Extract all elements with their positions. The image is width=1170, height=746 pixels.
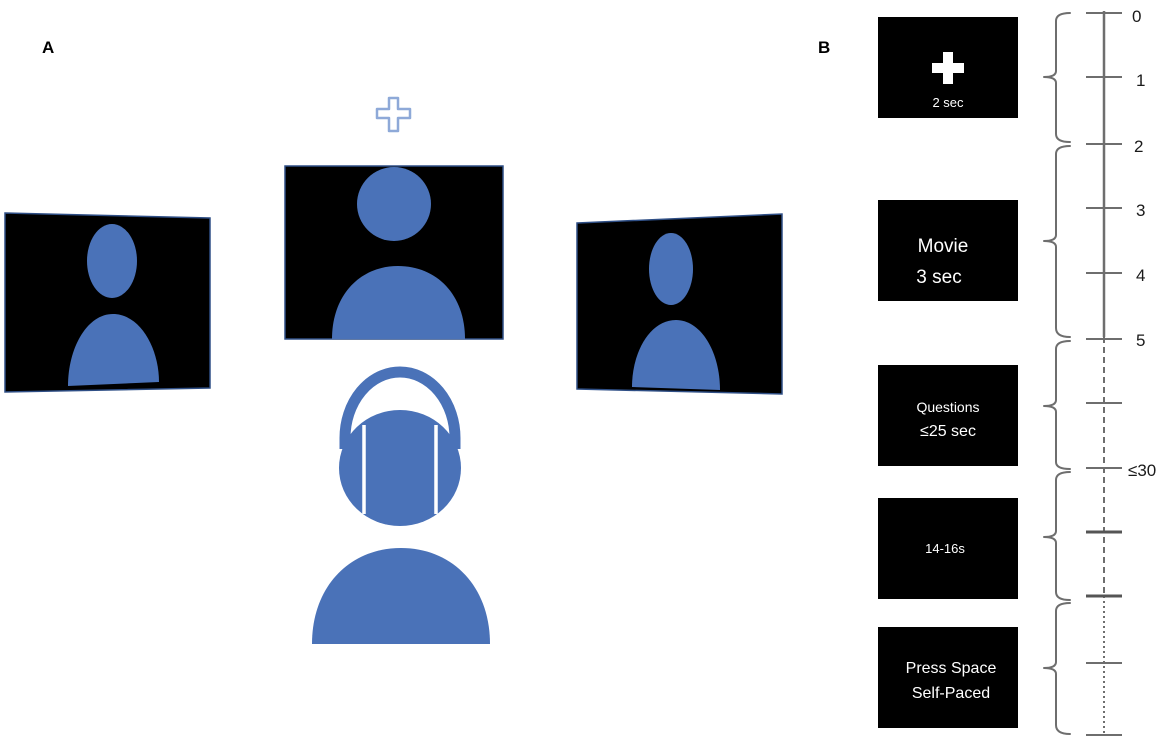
tick-label-1: 1: [1136, 71, 1145, 90]
timeline: 0 1 2 3 4 5 ≤30: [1086, 7, 1156, 736]
plus-outline-icon: [375, 96, 412, 133]
person-icon: [332, 167, 465, 339]
movie-box: Movie 3 sec: [878, 200, 1018, 301]
brace-press-space: [1043, 602, 1071, 735]
panel-b-label: B: [818, 38, 830, 57]
interval-box: 14-16s: [878, 498, 1018, 599]
tick-label-30: ≤30: [1128, 461, 1156, 480]
movie-box-label-line-2: 3 sec: [916, 267, 961, 288]
right-screen: [576, 213, 783, 395]
press-space-box-label-line-1: Press Space: [906, 660, 997, 677]
tick-label-5: 5: [1136, 331, 1145, 350]
panel-a-label: A: [42, 38, 54, 57]
listener-with-headphones-icon: [312, 366, 490, 644]
fixation-box-label: 2 sec: [932, 95, 964, 110]
left-screen: [4, 212, 211, 393]
plus-icon: [932, 52, 964, 84]
tick-label-4: 4: [1136, 266, 1145, 285]
questions-box-label-line-2: ≤25 sec: [920, 423, 976, 440]
person-icon: [68, 224, 159, 386]
questions-box-label-line-1: Questions: [916, 399, 979, 415]
press-space-box: Press Space Self-Paced: [878, 627, 1018, 728]
brace-movie: [1043, 145, 1071, 338]
questions-box: Questions ≤25 sec: [878, 365, 1018, 466]
tick-label-2: 2: [1134, 137, 1143, 156]
interval-box-label: 14-16s: [925, 541, 965, 556]
fixation-box: 2 sec: [878, 17, 1018, 118]
brace-fixation: [1043, 12, 1071, 143]
press-space-box-label-line-2: Self-Paced: [912, 685, 990, 702]
movie-box-label-line-1: Movie: [918, 236, 969, 257]
tick-label-0: 0: [1132, 7, 1141, 26]
brace-questions: [1043, 340, 1071, 470]
center-screen: [284, 165, 504, 340]
tick-label-3: 3: [1136, 201, 1145, 220]
brace-interval: [1043, 471, 1071, 601]
person-icon: [632, 233, 720, 390]
